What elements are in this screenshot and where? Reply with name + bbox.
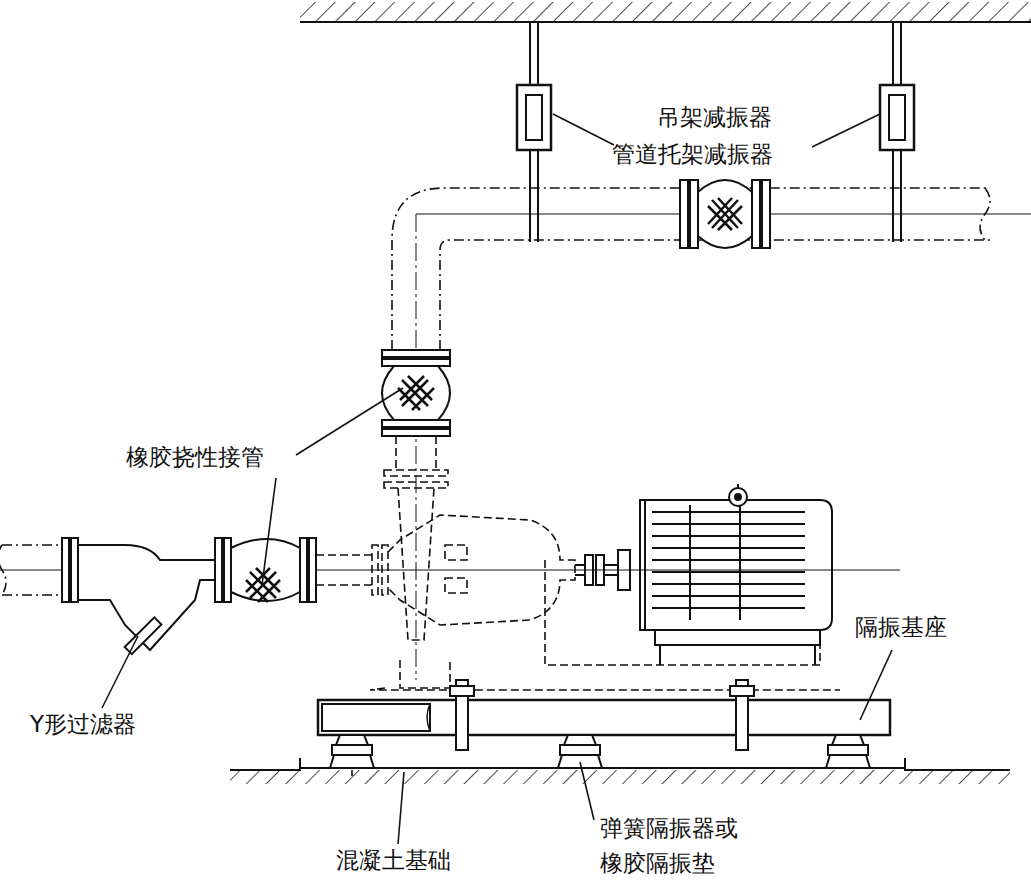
centerline [416, 214, 417, 680]
motor [640, 484, 832, 665]
part-label: 弹簧隔振器或 橡胶隔振垫 [600, 811, 745, 880]
isolation-base [318, 680, 890, 750]
y-strainer [0, 538, 231, 654]
spring-isolator [330, 735, 870, 768]
part-label: 橡胶挠性接管 [126, 440, 264, 475]
concrete-foundation [230, 758, 1010, 784]
ceiling [300, 2, 1031, 22]
flexible-joint [231, 538, 372, 602]
part-label: Y形过滤器 [30, 707, 136, 742]
flexible-joint [382, 350, 450, 436]
leader-line [102, 114, 892, 844]
flexible-joint [680, 180, 770, 248]
coupling [575, 550, 630, 590]
part-label: 管道托架减振器 [612, 137, 773, 172]
part-label: 隔振基座 [855, 610, 947, 645]
part-label: 混凝土基础 [336, 843, 451, 878]
pump [370, 436, 840, 690]
part-label: 吊架减振器 [657, 100, 772, 135]
